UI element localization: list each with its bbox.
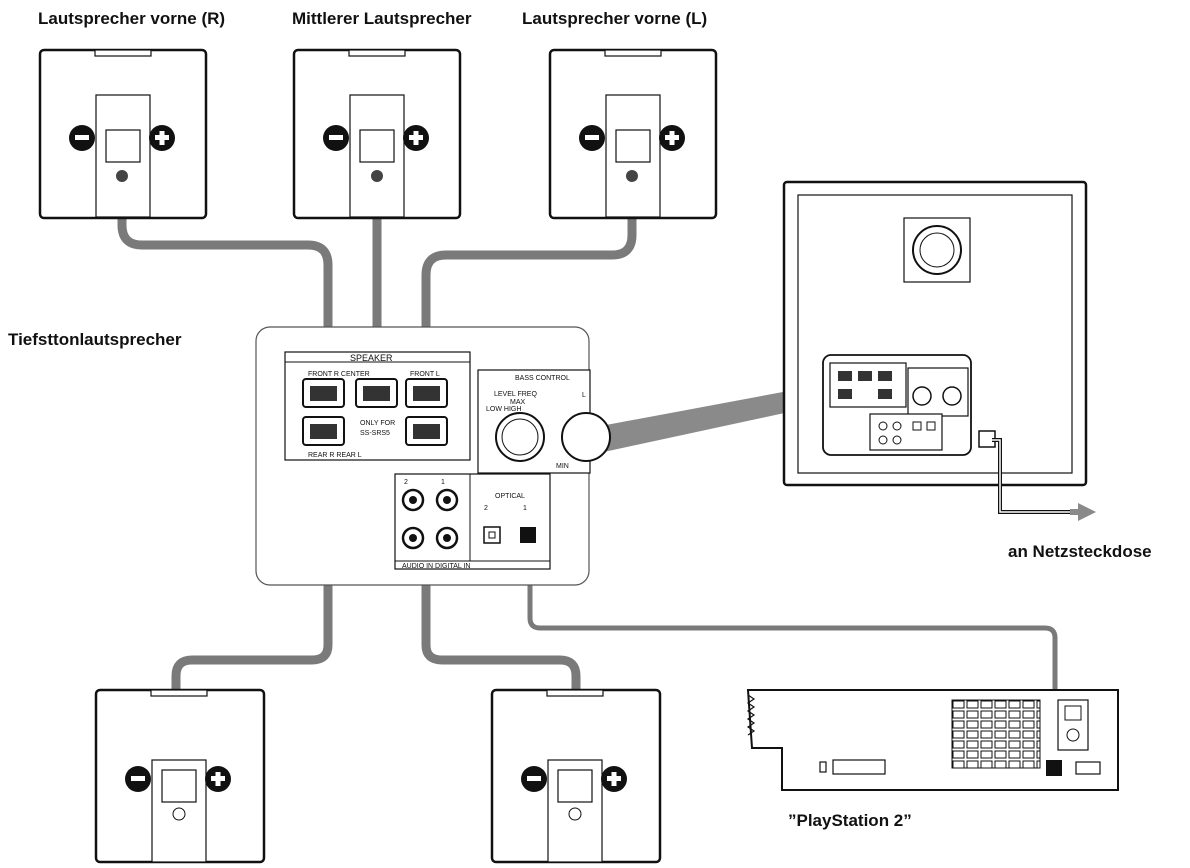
speaker-rear-left: [490, 688, 662, 864]
level-freq-label: LEVEL FREQ: [494, 391, 537, 398]
max-label: MAX: [510, 399, 526, 406]
label-playstation: ”PlayStation 2”: [788, 811, 912, 830]
audio-jack-1-label: 1: [441, 479, 445, 486]
cable-rear-right: [171, 420, 333, 780]
speaker-header: SPEAKER: [350, 353, 393, 363]
playstation-2-unit: [746, 689, 1119, 791]
cable-front-left: [421, 170, 637, 430]
optical-cable: [527, 540, 1058, 765]
cable-front-right: [117, 170, 333, 430]
subwoofer-panel-zoom: SPEAKER FRONT R CENTER FRONT L ONLY FOR …: [255, 326, 611, 586]
label-subwoofer: Tiefsttonlautsprecher: [8, 330, 182, 349]
optical-1-label: 1: [523, 505, 527, 512]
front-l-label: FRONT L: [410, 371, 440, 378]
subwoofer-unit: [782, 180, 1096, 521]
label-front-right: Lautsprecher vorne (R): [38, 9, 225, 28]
cable-rear-left: [421, 420, 581, 780]
audio-jack-2-label: 2: [404, 479, 408, 486]
only-for-label: ONLY FOR: [360, 420, 395, 427]
speaker-rear-right: [94, 688, 266, 864]
optical-2-label: 2: [484, 505, 488, 512]
audio-digital-in-label: AUDIO IN DIGITAL IN: [402, 563, 470, 570]
optical-label: OPTICAL: [495, 493, 525, 500]
front-r-center-label: FRONT R CENTER: [308, 371, 370, 378]
label-center: Mittlerer Lautsprecher: [292, 9, 472, 28]
label-mains: an Netzsteckdose: [1008, 542, 1152, 561]
speaker-front-left: [548, 48, 718, 220]
arrow-right-icon: [1078, 503, 1096, 521]
zoom-callout: [590, 384, 826, 455]
bass-control-label: BASS CONTROL: [515, 375, 570, 382]
model-label: SS-SRS5: [360, 430, 390, 437]
speaker-center: [292, 48, 462, 220]
low-high-label: LOW HIGH: [486, 406, 521, 413]
label-front-left: Lautsprecher vorne (L): [522, 9, 707, 28]
min-label: MIN: [556, 463, 569, 470]
rear-label: REAR R REAR L: [308, 452, 362, 459]
l-mark: L: [582, 392, 586, 399]
speaker-front-right: [38, 48, 208, 220]
